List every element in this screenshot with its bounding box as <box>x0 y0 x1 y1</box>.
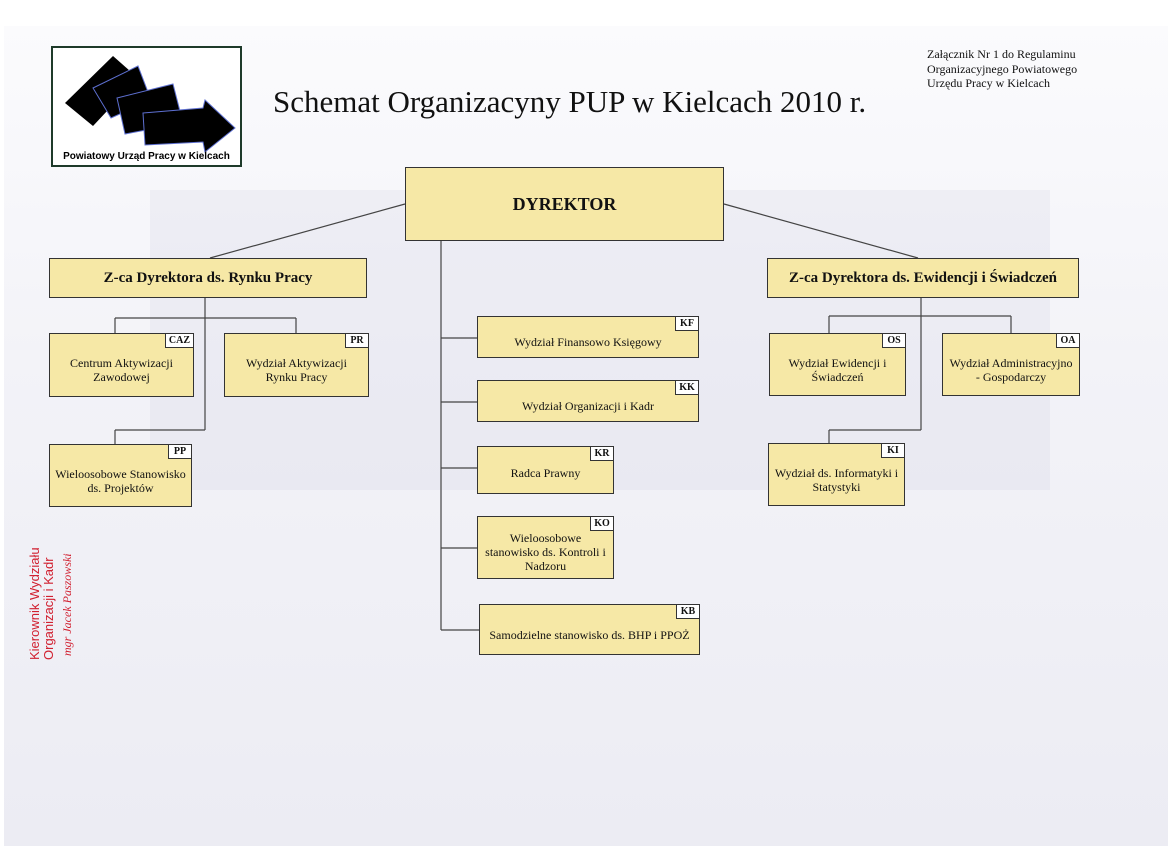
deputy-labor-market-label: Z-ca Dyrektora ds. Rynku Pracy <box>103 270 313 286</box>
page-title: Schemat Organizacyny PUP w Kielcach 2010… <box>273 84 867 119</box>
annex-line: Organizacyjnego Powiatowego <box>927 61 1078 76</box>
unit-ki: KI Wydział ds. Informatyki i Statystyki <box>768 443 905 506</box>
unit-code: KI <box>881 443 905 458</box>
unit-code: PR <box>345 333 369 348</box>
unit-pp: PP Wieloosobowe Stanowisko ds. Projektów <box>49 444 192 507</box>
unit-label: Centrum Aktywizacji Zawodowej <box>70 356 173 384</box>
annex-note: Załącznik Nr 1 do Regulaminu Organizacyj… <box>927 47 1077 91</box>
unit-kk: KK Wydział Organizacji i Kadr <box>477 380 699 422</box>
unit-pr: PR Wydział Aktywizacji Rynku Pracy <box>224 333 369 397</box>
arrow-logo-icon <box>65 56 236 153</box>
unit-code: KR <box>590 446 614 461</box>
annex-line: Załącznik Nr 1 do Regulaminu <box>927 47 1076 61</box>
unit-label: Wydział Aktywizacji Rynku Pracy <box>246 356 347 384</box>
annex-line: Urzędu Pracy w Kielcach <box>927 76 1050 90</box>
approval-stamp: Kierownik Wydziału Organizacji i Kadr mg… <box>27 547 75 660</box>
unit-code: OS <box>882 333 906 348</box>
unit-label: Wydział Administracyjno - Gospodarczy <box>949 355 1073 384</box>
stamp-signature: mgr Jacek Paszowski <box>60 553 74 656</box>
unit-caz: CAZ Centrum Aktywizacji Zawodowej <box>49 333 194 397</box>
unit-code: KF <box>675 316 699 331</box>
unit-kr: KR Radca Prawny <box>477 446 614 494</box>
unit-kb: KB Samodzielne stanowisko ds. BHP i PPOŻ <box>479 604 700 655</box>
stamp-line: Kierownik Wydziału <box>27 547 42 660</box>
unit-label: Wieloosobowe stanowisko ds. Kontroli i N… <box>485 530 606 573</box>
deputy-labor-market-box: Z-ca Dyrektora ds. Rynku Pracy <box>49 258 367 298</box>
stamp-line: Organizacji i Kadr <box>41 557 56 660</box>
unit-kf: KF Wydział Finansowo Księgowy <box>477 316 699 358</box>
unit-label: Wydział Organizacji i Kadr <box>522 399 654 413</box>
unit-code: OA <box>1056 333 1080 348</box>
unit-code: KK <box>675 380 699 395</box>
unit-label: Radca Prawny <box>510 466 581 480</box>
deputy-records-benefits-label: Z-ca Dyrektora ds. Ewidencji i Świadczeń <box>788 270 1058 286</box>
unit-label: Wydział Ewidencji i Świadczeń <box>788 355 887 384</box>
logo-caption: Powiatowy Urząd Pracy w Kielcach <box>63 151 230 162</box>
unit-code: PP <box>168 444 192 459</box>
unit-oa: OA Wydział Administracyjno - Gospodarczy <box>942 333 1080 396</box>
deputy-records-benefits-box: Z-ca Dyrektora ds. Ewidencji i Świadczeń <box>767 258 1079 298</box>
unit-label: Wydział ds. Informatyki i Statystyki <box>774 465 899 494</box>
unit-os: OS Wydział Ewidencji i Świadczeń <box>769 333 906 396</box>
unit-label: Wieloosobowe Stanowisko ds. Projektów <box>55 466 186 495</box>
unit-ko: KO Wieloosobowe stanowisko ds. Kontroli … <box>477 516 614 579</box>
director-label: DYREKTOR <box>512 194 617 214</box>
director-box: DYREKTOR <box>405 167 724 241</box>
unit-code: KO <box>590 516 614 531</box>
unit-label: Wydział Finansowo Księgowy <box>514 335 662 349</box>
unit-code: KB <box>676 604 700 619</box>
unit-label: Samodzielne stanowisko ds. BHP i PPOŻ <box>489 627 690 642</box>
pup-logo: Powiatowy Urząd Pracy w Kielcach <box>51 46 242 167</box>
unit-code: CAZ <box>164 333 194 348</box>
